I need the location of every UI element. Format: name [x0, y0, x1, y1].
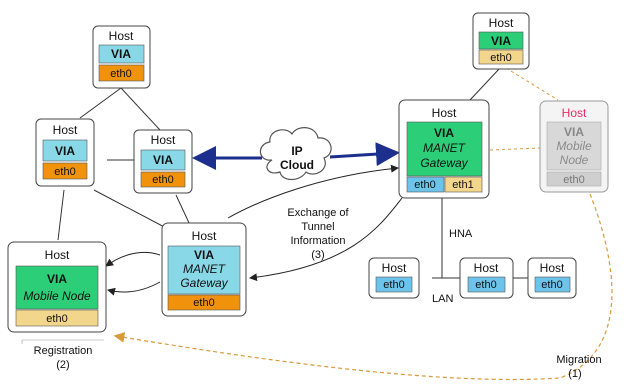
host-label: Host [474, 261, 499, 275]
eth0-port: eth0 [475, 279, 496, 291]
migration-label: Migration [556, 354, 601, 366]
gateway-label: Gateway [180, 276, 228, 290]
host-lan-3[interactable]: Host eth0 [527, 257, 577, 299]
host-label: Host [382, 261, 407, 275]
host-top-left[interactable]: Host VIA eth0 [92, 25, 151, 89]
via-label: VIA [491, 34, 511, 48]
host-label: Host [192, 229, 217, 243]
gateway-label: Gateway [420, 156, 468, 170]
eth0-port: eth0 [193, 297, 214, 309]
eth0-port: eth0 [490, 52, 511, 64]
via-label: VIA [55, 144, 75, 158]
exchange-annotation: Exchange of Tunnel Information (3) [287, 207, 349, 261]
via-label: VIA [153, 153, 173, 167]
ip-cloud-label-line1: IP [291, 144, 302, 158]
host-left-middle[interactable]: Host VIA eth0 [35, 118, 95, 187]
mobile-node-label: Mobile Node [23, 289, 91, 303]
host-label: Host [540, 261, 565, 275]
registration-curves [105, 251, 161, 296]
host-label: Host [432, 106, 457, 120]
registration-step: (2) [56, 359, 69, 371]
via-label: VIA [111, 47, 131, 61]
lan-label: LAN [432, 293, 453, 305]
ghost-node-label: Node [560, 153, 589, 167]
host-lan-1[interactable]: Host eth0 [368, 257, 420, 299]
host-lan-2[interactable]: Host eth0 [459, 257, 514, 299]
eth0-port: eth0 [54, 166, 75, 178]
ghost-via-label: VIA [564, 125, 584, 139]
ip-cloud: IP Cloud [259, 127, 332, 181]
manet-label: MANET [423, 141, 467, 155]
ghost-dashed-link [505, 67, 559, 101]
migration-step: (1) [568, 368, 581, 380]
ip-cloud-label-line2: Cloud [280, 158, 314, 172]
eth0-port: eth0 [46, 313, 67, 325]
host-mobile-node[interactable]: Host VIA Mobile Node eth0 [7, 241, 107, 333]
registration-label: Registration [34, 345, 93, 357]
via-label: VIA [194, 248, 214, 262]
host-top-right[interactable]: Host VIA eth0 [472, 12, 530, 70]
host-migrating-ghost[interactable]: Host VIA Mobile Node eth0 [539, 100, 609, 193]
exchange-line1: Exchange of [287, 207, 349, 219]
eth0-port: eth0 [541, 279, 562, 291]
tunnel-arrow-right [329, 142, 400, 167]
exchange-line3: Information [290, 235, 345, 247]
host-center[interactable]: Host VIA eth0 [133, 129, 193, 194]
host-label: Host [489, 16, 514, 30]
eth0-port: eth0 [414, 179, 435, 191]
exchange-line2: Tunnel [301, 221, 334, 233]
host-manet-gateway-left[interactable]: Host VIA MANET Gateway eth0 [161, 222, 247, 317]
exchange-step: (3) [311, 249, 324, 261]
eth1-port: eth1 [452, 179, 473, 191]
manet-label: MANET [183, 262, 227, 276]
migration-annotation: Migration (1) [556, 354, 601, 380]
host-label: Host [45, 248, 70, 262]
ghost-host-label: Host [562, 106, 587, 120]
ghost-eth0-port: eth0 [563, 174, 584, 186]
via-label: VIA [434, 126, 454, 140]
ghost-gateway-dashed-link [489, 147, 541, 151]
host-label: Host [53, 123, 78, 137]
host-label: Host [109, 29, 134, 43]
exchange-curves [227, 164, 403, 282]
link-lines [57, 67, 528, 279]
host-label: Host [151, 133, 176, 147]
via-label: VIA [47, 272, 67, 286]
eth0-port: eth0 [152, 174, 173, 186]
hna-label: HNA [449, 228, 473, 240]
eth0-port: eth0 [110, 68, 131, 80]
registration-annotation: Registration (2) [21, 339, 104, 371]
host-manet-gateway-right[interactable]: Host VIA MANET Gateway eth0 eth1 [398, 99, 490, 199]
ghost-mobile-label: Mobile [556, 139, 592, 153]
eth0-port: eth0 [383, 279, 404, 291]
